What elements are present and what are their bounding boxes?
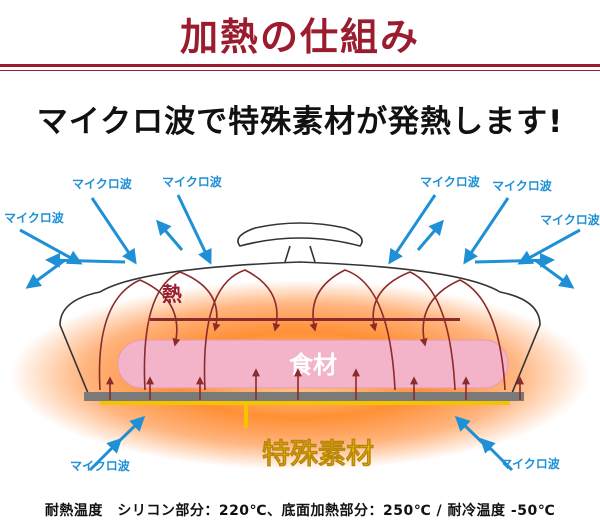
microwave-label-3: マイクロ波 bbox=[4, 210, 65, 225]
base-plate bbox=[84, 392, 524, 401]
microwave-label-2: マイクロ波 bbox=[162, 174, 223, 189]
lid-rim bbox=[150, 318, 460, 321]
title-rule-bottom bbox=[0, 70, 600, 71]
microwave-label-5: マイクロ波 bbox=[492, 178, 553, 193]
food-item bbox=[117, 339, 509, 389]
microwave-arrows bbox=[19, 194, 581, 472]
title-bar: 加熱の仕組み bbox=[0, 0, 600, 80]
special-material-label: 特殊素材 bbox=[262, 437, 374, 470]
special-material-layer bbox=[100, 401, 510, 405]
title-rule-top bbox=[0, 64, 600, 67]
page-title: 加熱の仕組み bbox=[179, 15, 420, 59]
microwave-label-6: マイクロ波 bbox=[540, 212, 600, 227]
microwave-label-4: マイクロ波 bbox=[420, 174, 481, 189]
spec-footer: 耐熱温度 シリコン部分：220℃、底面加熱部分：250℃ / 耐冷温度 -50℃ bbox=[44, 503, 556, 519]
microwave-label-1: マイクロ波 bbox=[72, 176, 133, 191]
microwave-labels: マイクロ波 マイクロ波 マイクロ波 マイクロ波 マイクロ波 マイクロ波 マイクロ… bbox=[4, 174, 600, 473]
headline: マイクロ波で特殊素材が発熱します! bbox=[36, 104, 564, 140]
food-label: 食材 bbox=[289, 351, 337, 379]
heat-convection-loops bbox=[98, 269, 506, 391]
microwave-label-8: マイクロ波 bbox=[500, 456, 561, 471]
heat-up-arrows bbox=[106, 368, 524, 400]
microwave-label-7: マイクロ波 bbox=[70, 458, 131, 473]
heat-label: 熱 bbox=[162, 282, 182, 306]
